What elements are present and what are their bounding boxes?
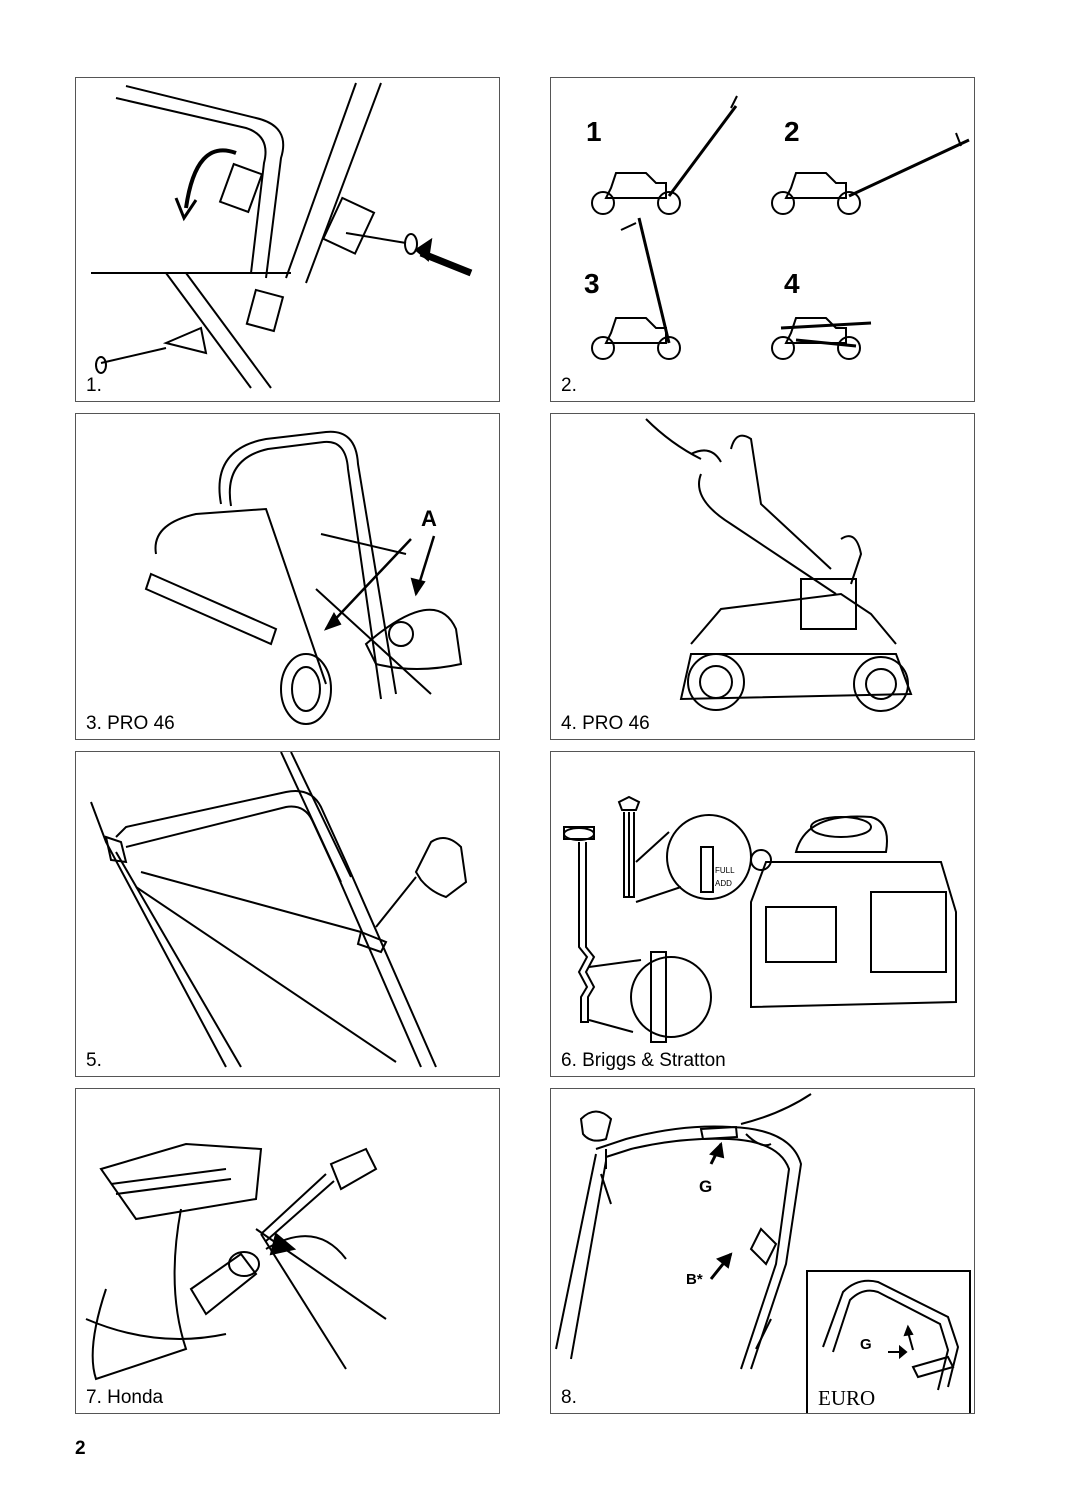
callout-b: B* [686, 1271, 703, 1288]
figure-2: 1 2 3 4 2. [550, 77, 975, 402]
figure-6: FULL ADD 6. Briggs & Stratton [550, 751, 975, 1077]
mower-folded-illustration [645, 418, 913, 712]
position-label-1: 1 [586, 116, 602, 147]
position-label-4: 4 [784, 268, 800, 299]
euro-callout-g: G [860, 1336, 872, 1353]
figure-caption: 1. [86, 375, 102, 396]
figure-5: 5. [75, 751, 500, 1077]
dipstick-full-mark: FULL [715, 866, 735, 875]
cable-clip-illustration [144, 430, 463, 725]
euro-label: EURO [818, 1386, 876, 1410]
figure-caption: 6. Briggs & Stratton [561, 1050, 726, 1071]
position-label-3: 3 [584, 268, 600, 299]
handle-controls-illustration [555, 1093, 812, 1370]
figure-caption: 7. Honda [86, 1387, 164, 1408]
figure-8: G B* G EURO 8. [550, 1088, 975, 1414]
figure-caption: 4. PRO 46 [561, 713, 650, 734]
figure-3: A 3. PRO 46 [75, 413, 500, 740]
page-number: 2 [75, 1438, 86, 1459]
handle-positions-diagram [591, 95, 970, 360]
figure-caption: 2. [561, 375, 577, 396]
figure-7: 7. Honda [75, 1088, 500, 1414]
cable-routing-illustration [90, 752, 468, 1068]
figure-caption: 8. [561, 1387, 577, 1408]
callout-a: A [421, 506, 437, 531]
euro-inset: G EURO [806, 1270, 971, 1413]
figure-caption: 3. PRO 46 [86, 713, 175, 734]
figure-1: 1. [75, 77, 500, 402]
euro-handle-illustration [822, 1279, 960, 1391]
position-label-2: 2 [784, 116, 800, 147]
handle-bolt-illustration [91, 82, 473, 389]
figure-4: 4. PRO 46 [550, 413, 975, 740]
dipstick-add-mark: ADD [715, 879, 732, 888]
callout-g: G [699, 1177, 713, 1196]
oil-filler-illustration [85, 1142, 387, 1381]
figure-caption: 5. [86, 1050, 102, 1071]
oil-dipstick-illustration [563, 795, 957, 1043]
